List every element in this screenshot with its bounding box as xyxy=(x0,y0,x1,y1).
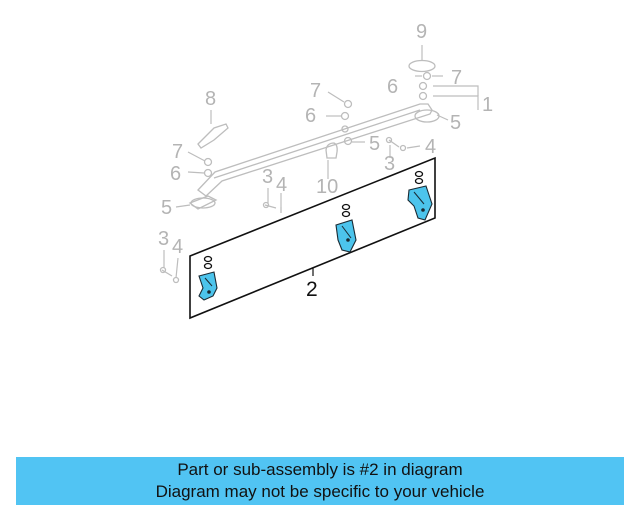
callout-8: 8 xyxy=(205,88,216,110)
callout-10: 10 xyxy=(316,176,338,198)
callout-5-left: 5 xyxy=(161,197,172,219)
callout-3-low: 3 xyxy=(158,228,169,250)
callout-4-center: 4 xyxy=(276,174,287,196)
callout-6-mid: 6 xyxy=(305,105,316,127)
callout-6-top: 6 xyxy=(387,76,398,98)
callout-7-top: 7 xyxy=(451,67,462,89)
callout-4-low: 4 xyxy=(172,236,183,258)
info-banner: Part or sub-assembly is #2 in diagram Di… xyxy=(16,457,624,505)
callout-7-mid: 7 xyxy=(310,80,321,102)
callout-6-left: 6 xyxy=(170,163,181,185)
clip-ghost xyxy=(325,142,338,159)
part-2-panel xyxy=(189,156,436,320)
fasteners-ghost xyxy=(159,71,432,284)
callout-1: 1 xyxy=(482,94,493,116)
end-cap-left-ghost xyxy=(188,195,218,210)
part-9-cap-ghost xyxy=(408,59,436,73)
callout-5-mid: 5 xyxy=(369,133,380,155)
callout-labels: 9 7 6 1 5 8 7 6 5 4 3 10 7 6 3 4 5 3 4 2 xyxy=(158,21,493,301)
banner-line-disclaimer: Diagram may not be specific to your vehi… xyxy=(155,482,485,501)
part-2-assembly xyxy=(189,156,436,320)
callout-3-right: 3 xyxy=(384,153,395,175)
callout-3-center: 3 xyxy=(262,166,273,188)
callout-4-right: 4 xyxy=(425,136,436,158)
leader-lines xyxy=(163,45,479,279)
banner-line-part: Part or sub-assembly is #2 in diagram xyxy=(177,460,463,479)
bracket-right xyxy=(407,170,433,221)
callout-5-right: 5 xyxy=(450,112,461,134)
parts-diagram: 9 7 6 1 5 8 7 6 5 4 3 10 7 6 3 4 5 3 4 2 xyxy=(158,21,493,320)
callout-2: 2 xyxy=(306,278,318,301)
callout-7-left: 7 xyxy=(172,141,183,163)
callout-9: 9 xyxy=(416,21,427,43)
bracket-left xyxy=(198,255,218,301)
part-8-cover-ghost xyxy=(197,123,229,149)
bracket-middle xyxy=(335,203,357,253)
end-cap-right-ghost xyxy=(414,109,440,123)
